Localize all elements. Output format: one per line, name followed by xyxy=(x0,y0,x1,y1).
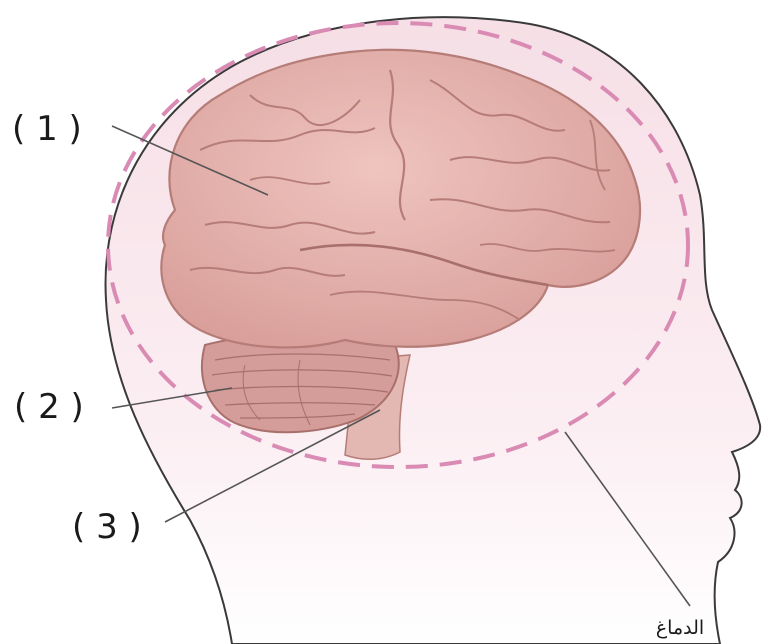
label-3-brainstem: ( 3 ) xyxy=(72,507,142,547)
label-1-cerebrum: ( 1 ) xyxy=(12,109,82,149)
label-brain-arabic: الدماغ xyxy=(656,617,704,639)
label-2-cerebellum: ( 2 ) xyxy=(14,387,84,427)
